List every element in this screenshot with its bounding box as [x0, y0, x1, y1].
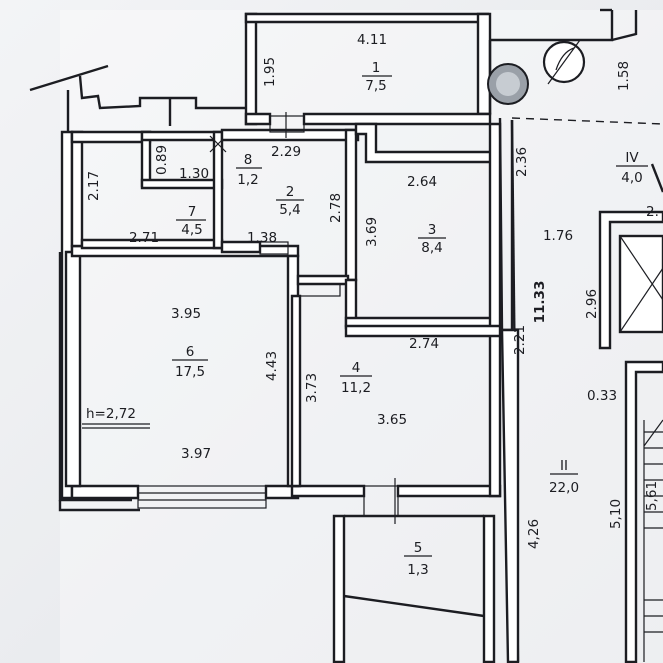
balcony-floor: [343, 594, 485, 618]
dim-2-74: 2.74: [409, 336, 439, 352]
dim-2-cut: 2.: [646, 204, 659, 220]
roofline-left: [29, 64, 109, 92]
room-II-area: 22,0: [549, 480, 579, 496]
dim-0-89: 0.89: [154, 145, 170, 175]
wall-room3-right: [488, 122, 502, 498]
pipe-riser-2-line: [547, 39, 581, 85]
room-8-area: 1,2: [237, 172, 258, 188]
room-4-number: 4: [352, 360, 361, 376]
dim-1-30: 1.30: [179, 166, 209, 182]
dim-2-64: 2.64: [407, 174, 437, 190]
room-1-area: 7,5: [365, 78, 386, 94]
dim-2-36: 2.36: [514, 147, 530, 177]
wall-bottom-room6-left: [70, 484, 140, 500]
room-2-area: 5,4: [279, 202, 300, 218]
pipe-riser-2-mark: [555, 47, 575, 71]
dim-1-58: 1.58: [616, 61, 632, 91]
dim-4-26: 4,26: [526, 519, 542, 549]
dim-5-61: 5,61: [644, 481, 660, 511]
dim-1-76: 1.76: [543, 228, 573, 244]
room-2-number: 2: [286, 184, 295, 200]
room-6-area: 17,5: [175, 364, 205, 380]
dim-1-95: 1.95: [262, 57, 278, 87]
room-1-number: 1: [372, 60, 381, 76]
elevator-wall: [598, 210, 663, 350]
room-II-number: II: [560, 458, 568, 474]
dim-0-33: 0.33: [587, 388, 617, 404]
balcony-wall-left: [332, 514, 346, 663]
dim-2-17: 2.17: [86, 171, 102, 201]
room-6-number: 6: [186, 344, 195, 360]
dim-2-21: 2.21: [512, 325, 528, 355]
stair-wall: [624, 360, 663, 663]
room-7-number: 7: [188, 204, 197, 220]
dim-11-33: 11.33: [532, 281, 548, 324]
wall-room7-left: [70, 130, 84, 248]
room-4-area: 11,2: [341, 380, 371, 396]
wall-room4-top: [344, 324, 502, 338]
corridor-wall-block: [500, 328, 520, 663]
room-7-area: 4,5: [181, 222, 202, 238]
dim-2-71: 2.71: [129, 230, 159, 246]
stair-steps: [643, 419, 663, 662]
wall-room1-bottom-right: [302, 112, 492, 126]
wall-room8-right: [212, 130, 224, 250]
elevator-shaft: [618, 234, 663, 334]
door-room6: [259, 241, 289, 255]
dim-1-38: 1.38: [247, 230, 277, 246]
wall-left-room6: [64, 250, 82, 488]
room-IV-wall: [650, 163, 663, 193]
dim-3-65: 3.65: [377, 412, 407, 428]
room-IV-area: 4,0: [621, 170, 642, 186]
dim-5-10: 5,10: [608, 499, 624, 529]
wall-bottom-room4-left: [290, 484, 366, 498]
dim-3-73: 3.73: [304, 373, 320, 403]
wall-room1-left: [244, 12, 258, 126]
wall-room1-bottom-left: [244, 112, 272, 126]
wall-room1-top: [244, 12, 490, 24]
room-5-area: 1,3: [407, 562, 428, 578]
roofline-step-2: [78, 75, 246, 110]
outer-wall-bottom-6: [58, 500, 140, 512]
wall-room1-right: [476, 12, 492, 116]
wall-room2-right-upper: [344, 128, 358, 282]
dim-2-29: 2.29: [271, 144, 301, 160]
dim-4-11: 4.11: [357, 32, 387, 48]
room-8-number: 8: [244, 152, 253, 168]
balcony-wall-right: [482, 514, 496, 663]
wall-room4-left: [290, 294, 302, 488]
wall-room2-top: [220, 128, 360, 142]
room-5-number: 5: [414, 540, 423, 556]
dim-3-69: 3.69: [364, 217, 380, 247]
wall-room7-top: [70, 130, 152, 144]
ceiling-height: h=2,72: [86, 406, 136, 422]
elevator-x-1: [619, 235, 663, 301]
room-IV-number: IV: [625, 150, 639, 166]
dim-2-78: 2.78: [328, 193, 344, 223]
dim-3-95: 3.95: [171, 306, 201, 322]
dim-2-96: 2.96: [584, 289, 600, 319]
dim-3-97: 3.97: [181, 446, 211, 462]
pipe-riser-1-inner: [496, 72, 520, 96]
room-3-number: 3: [428, 222, 437, 238]
dim-4-43: 4.43: [264, 351, 280, 381]
room-3-area: 8,4: [421, 240, 442, 256]
wall-bottom-room4-right: [396, 484, 502, 498]
dashed-boundary: [511, 117, 663, 125]
wall-room2-to-room4: [296, 274, 350, 286]
upper-right-edge: [611, 10, 638, 42]
elevator-x-2: [619, 267, 663, 333]
